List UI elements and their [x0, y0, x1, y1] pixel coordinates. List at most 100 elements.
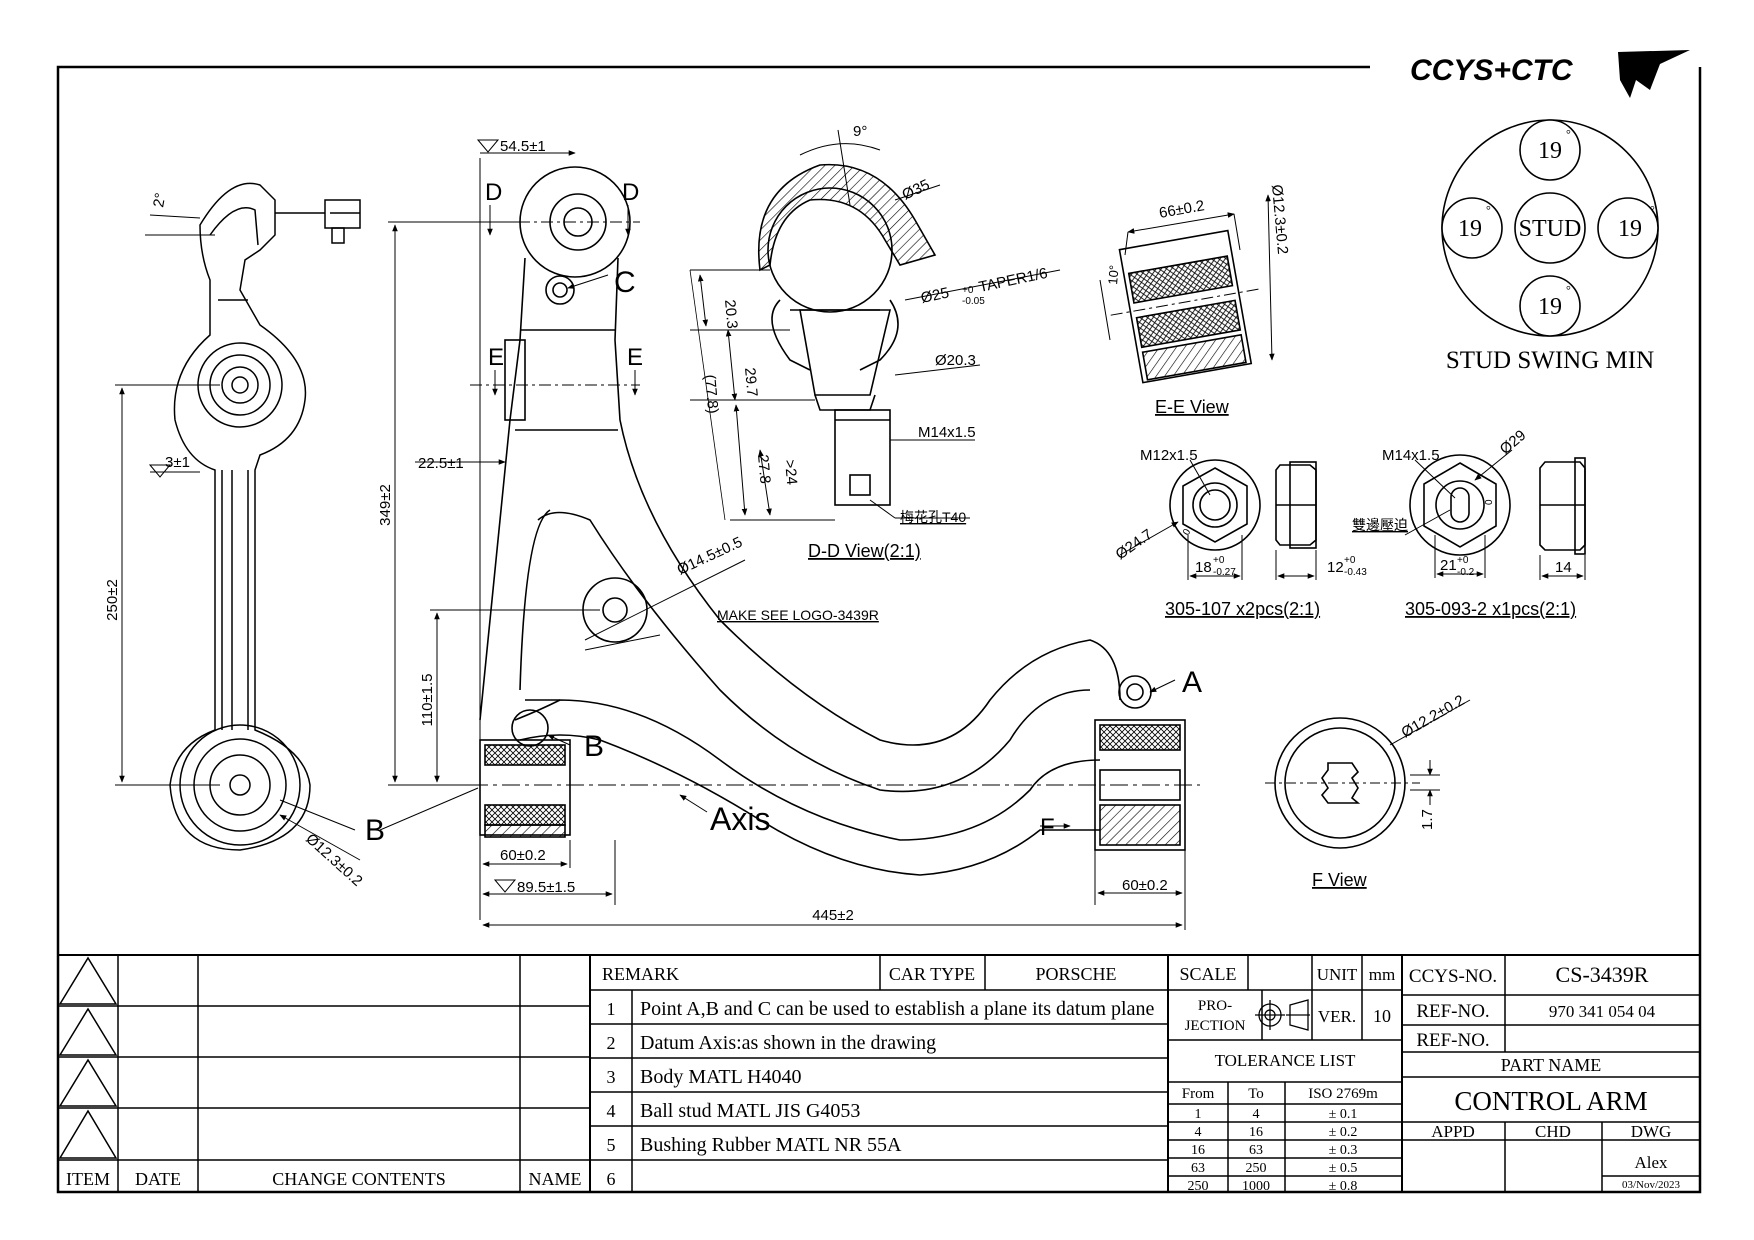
chd-label: CHD	[1535, 1122, 1571, 1141]
projection-label-2: JECTION	[1185, 1018, 1246, 1034]
rev-header-item: ITEM	[66, 1169, 110, 1189]
drawer-name: Alex	[1634, 1153, 1668, 1172]
remark-text-2: Datum Axis:as shown in the drawing	[640, 1032, 936, 1054]
ee-angle-dim: 10°	[1105, 264, 1122, 285]
nut1-dia: Ø24.7	[1113, 526, 1156, 563]
swing-bottom-degree: °	[1566, 283, 1571, 297]
rev-header-date: DATE	[135, 1169, 181, 1189]
height-dim: 349±2	[377, 484, 394, 526]
appd-label: APPD	[1431, 1122, 1474, 1141]
nut1-caption: 305-107 x2pcs(2:1)	[1165, 599, 1320, 619]
axis-label: Axis	[710, 801, 770, 837]
tol-header-std: ISO 2769m	[1308, 1086, 1378, 1102]
swing-top-value: 19	[1538, 138, 1562, 164]
ver-value: 10	[1373, 1006, 1391, 1026]
top-flat-dim: 54.5±1	[500, 138, 546, 155]
dd-taper-tol-up: +0	[962, 285, 974, 296]
height2-dim: 110±1.5	[419, 674, 436, 727]
remark-no-5: 5	[607, 1135, 616, 1155]
car-type-label: CAR TYPE	[889, 964, 975, 984]
nut2-caption: 305-093-2 x1pcs(2:1)	[1405, 599, 1576, 619]
overall-dim: 445±2	[812, 907, 854, 924]
tol-to-5: 1000	[1242, 1179, 1270, 1194]
nut2-width: 21	[1440, 557, 1457, 574]
flat-bottom-dim: 89.5±1.5	[517, 879, 575, 896]
nut1-width-up: +0	[1213, 555, 1225, 566]
tol-to-3: 63	[1249, 1143, 1263, 1158]
projection-symbol-icon	[1255, 999, 1310, 1031]
nut2-height: 14	[1555, 559, 1572, 576]
nut1-height: 12	[1327, 559, 1344, 576]
company-logo: CCYS+CTC	[1410, 50, 1690, 98]
side-angle-label: 2°	[150, 192, 169, 209]
nut2-width-up: +0	[1457, 555, 1469, 566]
side-length-label: 250±2	[104, 579, 121, 621]
swing-top-degree: °	[1566, 127, 1571, 141]
logo-note: MAKE SEE LOGO-3439R	[717, 607, 879, 623]
nut1-zero: 0	[1181, 527, 1194, 538]
tol-from-3: 16	[1191, 1143, 1205, 1158]
swing-left-value: 19	[1458, 216, 1482, 242]
rev-header-change: CHANGE CONTENTS	[272, 1169, 446, 1189]
nut1-thread: M12x1.5	[1140, 447, 1198, 464]
dd-h29: 29.7	[741, 367, 760, 398]
ee-view-dims	[1099, 194, 1275, 361]
swing-right-value: 19	[1618, 216, 1642, 242]
section-e-left: E	[488, 344, 504, 371]
side-view-dims	[115, 214, 361, 861]
projection-label-1: PRO-	[1198, 998, 1232, 1014]
section-e-right: E	[627, 344, 643, 371]
remark-text-1: Point A,B and C can be used to establish…	[640, 998, 1154, 1020]
nut-305-093-2	[1409, 454, 1586, 556]
f-view-caption: F View	[1312, 870, 1368, 890]
tol-header-from: From	[1182, 1086, 1215, 1102]
nut1-height-low: -0.43	[1344, 567, 1367, 578]
nut-305-093-2-dims	[1404, 449, 1586, 580]
nut-305-107-dims	[1119, 459, 1317, 580]
ref-number: 970 341 054 04	[1549, 1002, 1656, 1021]
tol-from-1: 1	[1195, 1107, 1202, 1122]
dd-h20: 20.3	[721, 299, 740, 330]
tol-to-4: 250	[1246, 1161, 1267, 1176]
drawing-date: 03/Nov/2023	[1622, 1179, 1681, 1191]
unit-value: mm	[1369, 965, 1395, 984]
control-arm-main-view	[479, 166, 1186, 876]
stud-swing-caption: STUD SWING MIN	[1446, 347, 1654, 374]
ref-label: REF-NO.	[1416, 1001, 1489, 1022]
tol-from-5: 250	[1188, 1179, 1209, 1194]
view-f-label: F	[1040, 814, 1055, 841]
ee-section-view	[1110, 229, 1259, 384]
remark-text-5: Bushing Rubber MATL NR 55A	[640, 1134, 902, 1156]
nut2-crimp: 雙邊壓迫	[1352, 517, 1408, 533]
main-view-dims	[379, 139, 1200, 930]
ee-width-dim: 66±0.2	[1158, 197, 1206, 222]
car-type-value: PORSCHE	[1035, 964, 1116, 984]
ref-label-2: REF-NO.	[1416, 1030, 1489, 1051]
part-name: CONTROL ARM	[1454, 1086, 1647, 1116]
sheet-border	[56, 65, 1702, 1194]
datum-c-label: C	[614, 266, 636, 299]
dd-thread: M14x1.5	[918, 424, 976, 441]
dwg-label: DWG	[1631, 1122, 1672, 1141]
section-d-right: D	[622, 179, 639, 206]
tol-header-to: To	[1248, 1086, 1264, 1102]
hole-dim: Ø14.5±0.5	[675, 534, 746, 579]
remark-no-1: 1	[607, 999, 616, 1019]
unit-label: UNIT	[1317, 965, 1358, 984]
dd-h24: >24	[781, 459, 800, 486]
nut1-width-low: -0.27	[1213, 567, 1236, 578]
ee-caption: E-E View	[1155, 397, 1230, 417]
bush-left-dim: 60±0.2	[500, 847, 546, 864]
bush-right-dim: 60±0.2	[1122, 877, 1168, 894]
nut-305-107	[1169, 459, 1317, 551]
part-name-label: PART NAME	[1501, 1055, 1601, 1075]
ccys-label: CCYS-NO.	[1409, 966, 1497, 987]
ccys-number: CS-3439R	[1556, 962, 1649, 987]
dd-angle-label: 9°	[853, 123, 867, 140]
dd-caption: D-D View(2:1)	[808, 541, 921, 561]
dd-taper-tol-low: -0.05	[962, 296, 985, 307]
tol-from-4: 63	[1191, 1161, 1205, 1176]
remark-header: REMARK	[602, 964, 679, 984]
stud-swing-diagram	[1441, 119, 1659, 337]
